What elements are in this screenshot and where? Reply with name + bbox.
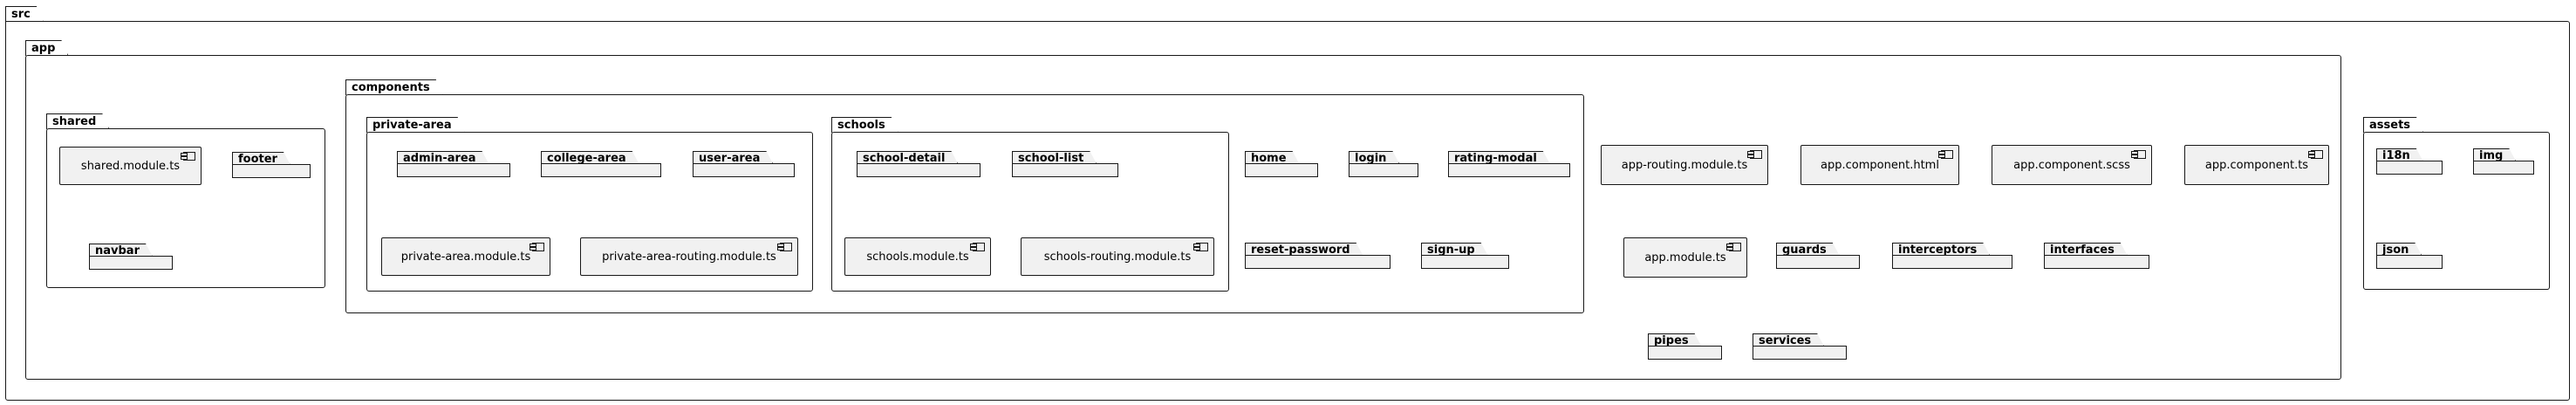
package-services: services	[1753, 333, 1847, 360]
file-schools-module: schools.module.ts	[844, 237, 991, 276]
file-app-module: app.module.ts	[1623, 237, 1747, 278]
package-interfaces: interfaces	[2044, 243, 2149, 269]
package-navbar: navbar	[89, 244, 173, 270]
component-icon	[970, 243, 985, 251]
file-shared-module: shared.module.ts	[59, 147, 202, 185]
file-app-routing-module: app-routing.module.ts	[1601, 145, 1768, 185]
package-assets: assets	[2363, 117, 2550, 290]
package-admin-area: admin-area	[397, 151, 510, 177]
package-private-area-label: private-area	[366, 117, 465, 133]
package-app: app	[25, 40, 2341, 380]
file-app-component-scss: app.component.scss	[1992, 145, 2152, 185]
package-components-label: components	[345, 79, 443, 95]
package-user-area: user-area	[693, 151, 795, 177]
file-app-component-html: app.component.html	[1800, 145, 1959, 185]
package-rating-modal: rating-modal	[1448, 151, 1570, 177]
package-home: home	[1245, 151, 1318, 177]
package-school-detail: school-detail	[857, 151, 981, 177]
package-components: components	[345, 79, 1584, 313]
package-interceptors: interceptors	[1892, 243, 2012, 269]
package-i18n: i18n	[2376, 148, 2443, 175]
package-footer: footer	[232, 152, 311, 178]
package-json: json	[2376, 243, 2443, 269]
component-icon	[2308, 150, 2323, 159]
component-icon	[777, 243, 792, 251]
file-private-area-routing-module: private-area-routing.module.ts	[580, 237, 798, 276]
package-src: src	[5, 6, 2570, 401]
package-app-label: app	[25, 40, 68, 56]
component-icon	[1193, 243, 1208, 251]
component-icon	[1726, 243, 1741, 251]
file-private-area-module: private-area.module.ts	[381, 237, 550, 276]
package-src-label: src	[5, 6, 44, 22]
package-img: img	[2473, 148, 2534, 175]
package-assets-label: assets	[2363, 117, 2423, 133]
package-school-list: school-list	[1012, 151, 1118, 177]
file-app-component-ts: app.component.ts	[2184, 145, 2329, 185]
package-reset-password: reset-password	[1245, 243, 1390, 269]
package-pipes: pipes	[1648, 333, 1722, 360]
package-shared: shared	[46, 113, 325, 288]
package-shared-label: shared	[46, 113, 109, 129]
component-icon	[181, 152, 195, 161]
package-sign-up: sign-up	[1421, 243, 1509, 269]
file-schools-routing-module: schools-routing.module.ts	[1021, 237, 1214, 276]
component-icon	[1938, 150, 1953, 159]
package-login: login	[1349, 151, 1418, 177]
package-private-area: private-area	[366, 117, 813, 292]
package-schools-label: schools	[831, 117, 899, 133]
component-icon	[530, 243, 544, 251]
package-guards: guards	[1776, 243, 1860, 269]
package-college-area: college-area	[541, 151, 661, 177]
package-schools: schools	[831, 117, 1229, 292]
component-icon	[2131, 150, 2146, 159]
component-icon	[1747, 150, 1762, 159]
